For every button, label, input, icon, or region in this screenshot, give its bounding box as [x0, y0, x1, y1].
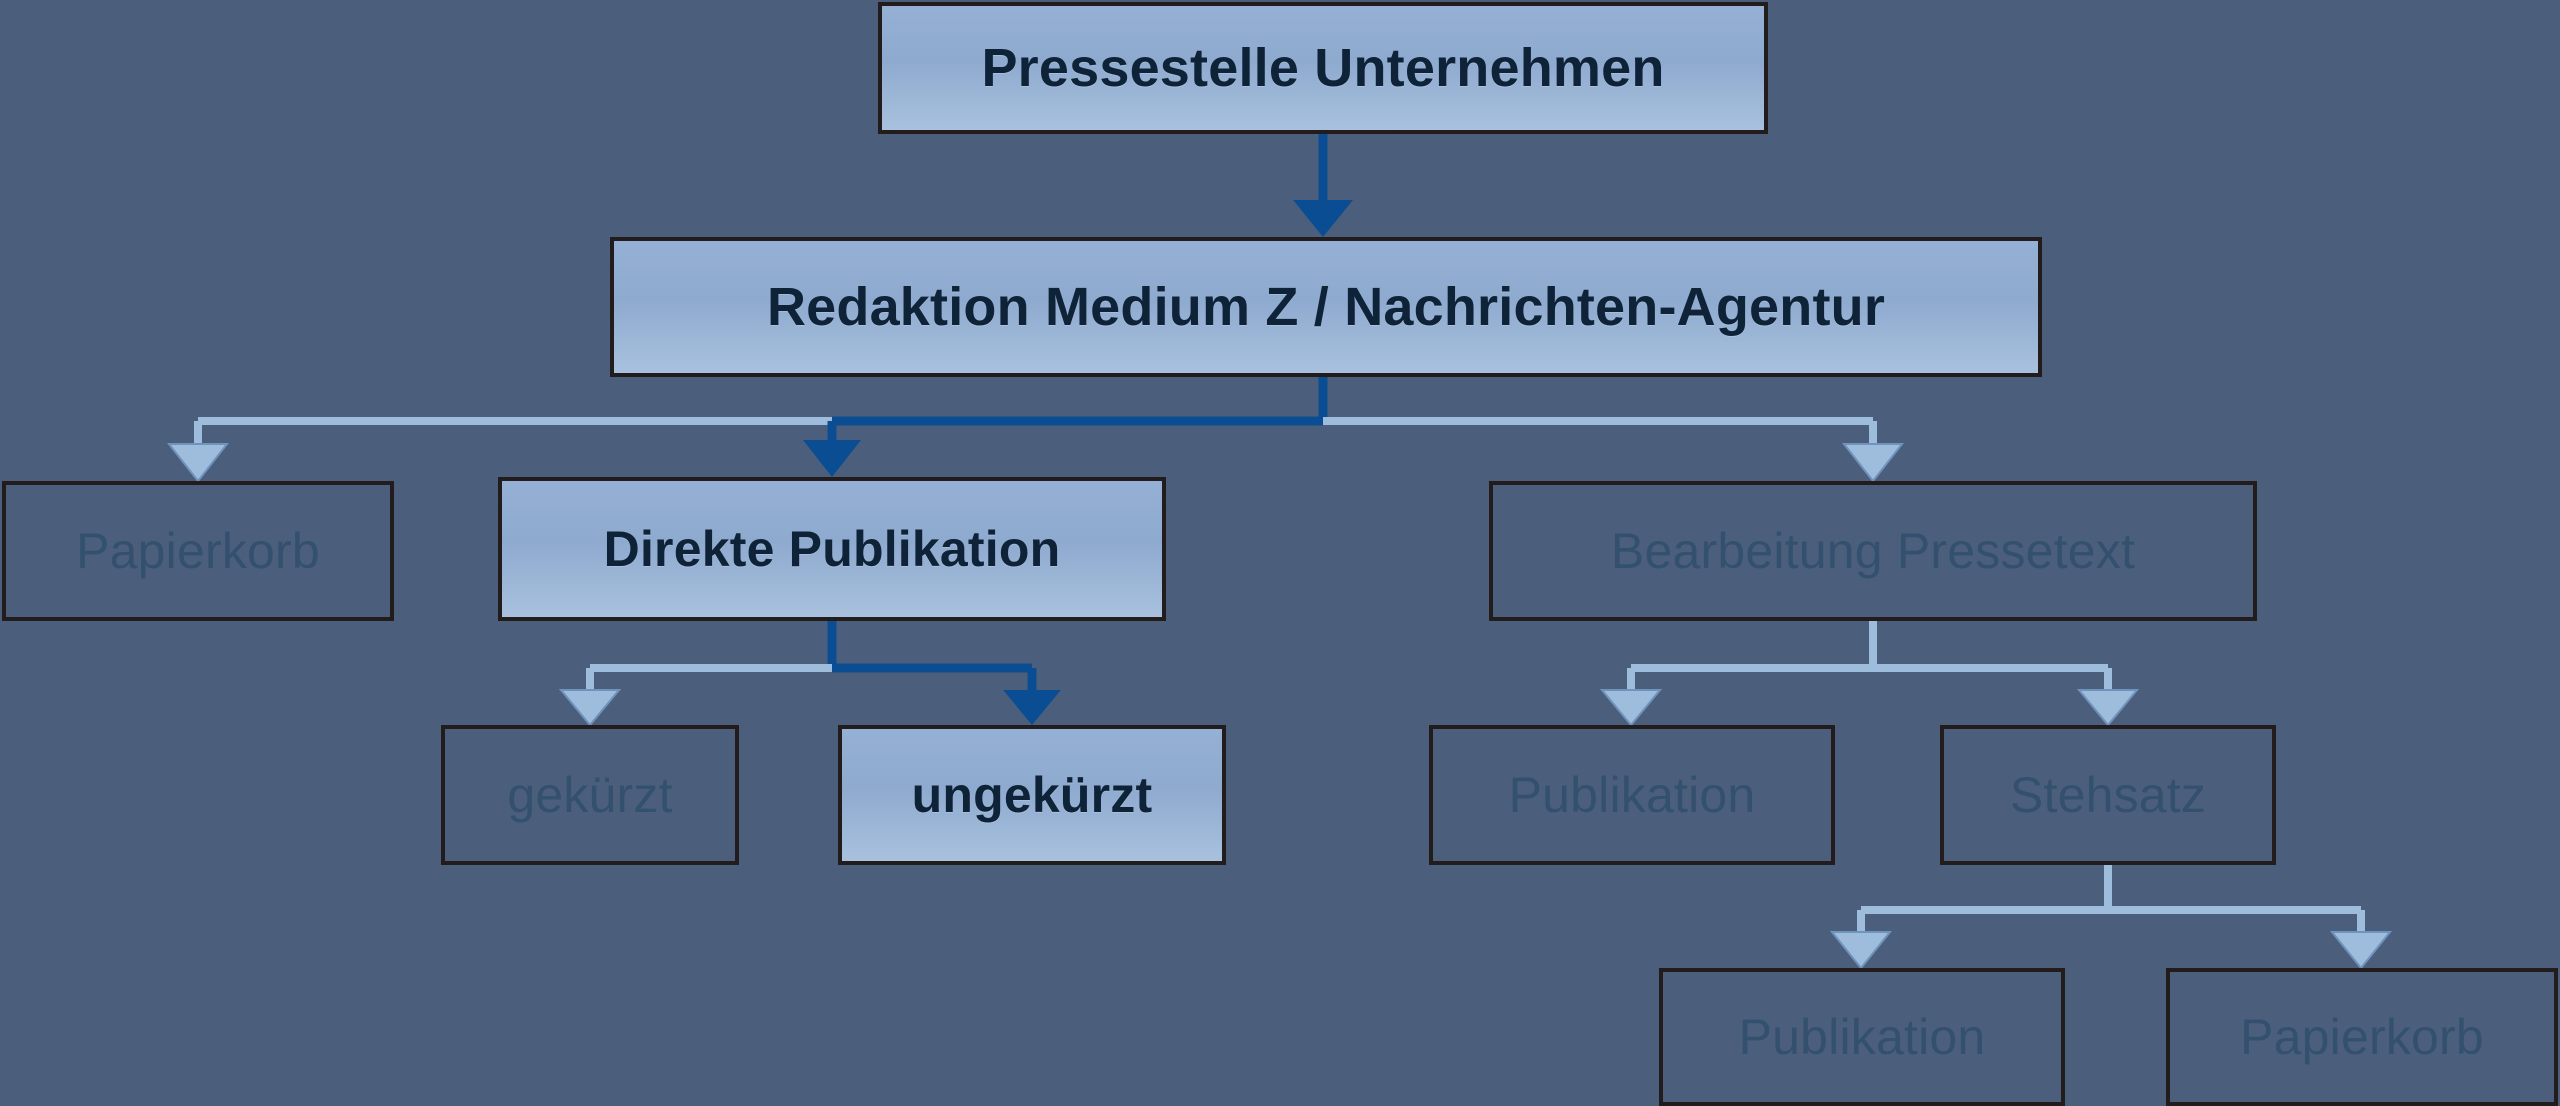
- edge-direkte-to-gekuerzt: [558, 668, 622, 727]
- node-direkte-publikation[interactable]: Direkte Publikation: [498, 477, 1166, 621]
- node-label: Direkte Publikation: [603, 520, 1061, 577]
- edge-redaktion-to-papierkorb: [166, 421, 230, 483]
- node-publikation-stehsatz[interactable]: Publikation: [1659, 968, 2065, 1106]
- node-bearbeitung-pressetext[interactable]: Bearbeitung Pressetext: [1489, 481, 2257, 621]
- node-papierkorb-bottom[interactable]: Papierkorb: [2166, 968, 2558, 1106]
- edge-redaktion-to-bearbeitung: [1841, 421, 1905, 483]
- node-label: Publikation: [1738, 1008, 1986, 1065]
- node-pressestelle-unternehmen[interactable]: Pressestelle Unternehmen: [878, 2, 1768, 134]
- node-label: Redaktion Medium Z / Nachrichten-Agentur: [766, 276, 1886, 337]
- node-gekuerzt[interactable]: gekürzt: [441, 725, 739, 865]
- node-label: Publikation: [1508, 766, 1756, 823]
- node-label: Stehsatz: [2009, 766, 2207, 823]
- node-label: Pressestelle Unternehmen: [981, 37, 1665, 98]
- edge-stehsatz-to-papierkorb: [2329, 910, 2393, 970]
- node-label: Papierkorb: [2240, 1008, 2484, 1065]
- node-publikation-bearbeitung[interactable]: Publikation: [1429, 725, 1835, 865]
- edge-stehsatz-to-publikation: [1829, 910, 1893, 970]
- node-ungekuerzt[interactable]: ungekürzt: [838, 725, 1226, 865]
- edge-bearbeitung-to-publikation: [1599, 668, 1663, 727]
- edge-bearbeitung-to-stehsatz: [2076, 668, 2140, 727]
- node-papierkorb-top[interactable]: Papierkorb: [2, 481, 394, 621]
- node-label: Bearbeitung Pressetext: [1610, 522, 2136, 579]
- node-label: Papierkorb: [76, 522, 320, 579]
- edge-redaktion-to-direkte: [803, 421, 861, 477]
- edge-direkte-to-ungekuerzt: [1003, 668, 1061, 725]
- node-label: gekürzt: [507, 766, 673, 823]
- node-redaktion-medium-z[interactable]: Redaktion Medium Z / Nachrichten-Agentur: [610, 237, 2042, 377]
- node-stehsatz[interactable]: Stehsatz: [1940, 725, 2276, 865]
- node-label: ungekürzt: [911, 766, 1153, 823]
- edge-root-to-redaktion: [1293, 134, 1353, 237]
